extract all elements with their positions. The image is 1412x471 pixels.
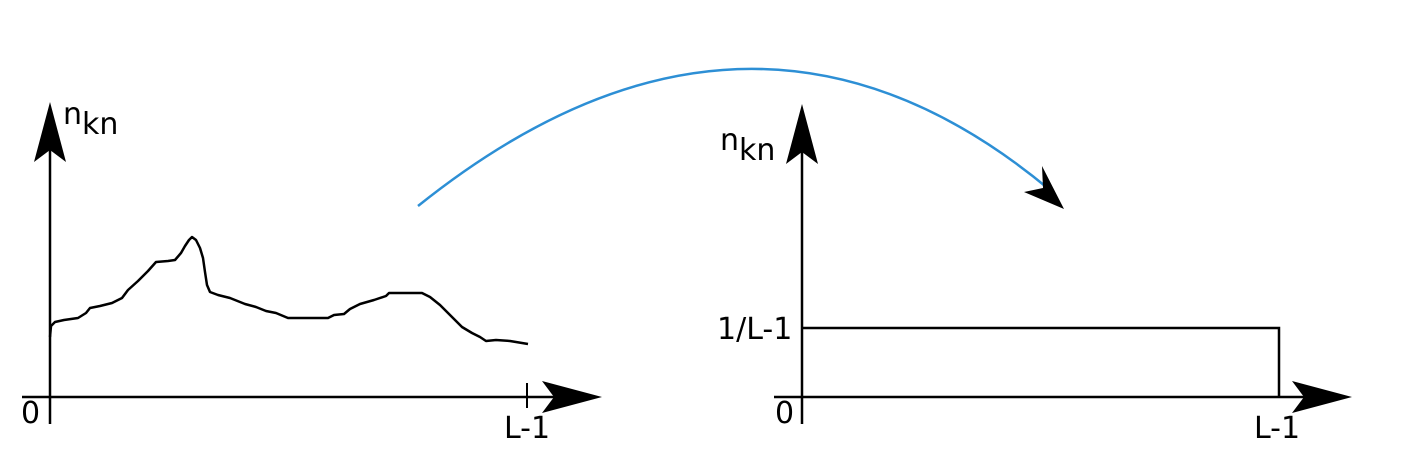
left-histogram-curve: [48, 235, 529, 346]
transform-arrow: [417, 67, 1064, 209]
transform-arrow-curve: [417, 67, 1051, 207]
left-y-axis-arrowhead: [34, 102, 66, 162]
right-uniform-histogram: [802, 326, 1281, 397]
transform-arrow-head: [1024, 166, 1064, 209]
left-x-end-label: L-1: [504, 411, 550, 446]
right-level-label: 1/L-1: [717, 312, 792, 347]
right-y-axis-label: nkn: [720, 123, 775, 168]
right-histogram-panel: nkn 1/L-1 0 L-1: [717, 104, 1352, 446]
right-x-axis-arrowhead: [1292, 381, 1352, 413]
left-origin-label: 0: [21, 396, 40, 431]
left-y-axis-label: nkn: [63, 97, 118, 142]
right-y-axis-arrowhead: [786, 104, 818, 164]
right-x-end-label: L-1: [1254, 411, 1300, 446]
left-histogram-panel: nkn 0 L-1: [21, 97, 602, 446]
right-origin-label: 0: [775, 396, 794, 431]
left-x-axis-arrowhead: [542, 381, 602, 413]
